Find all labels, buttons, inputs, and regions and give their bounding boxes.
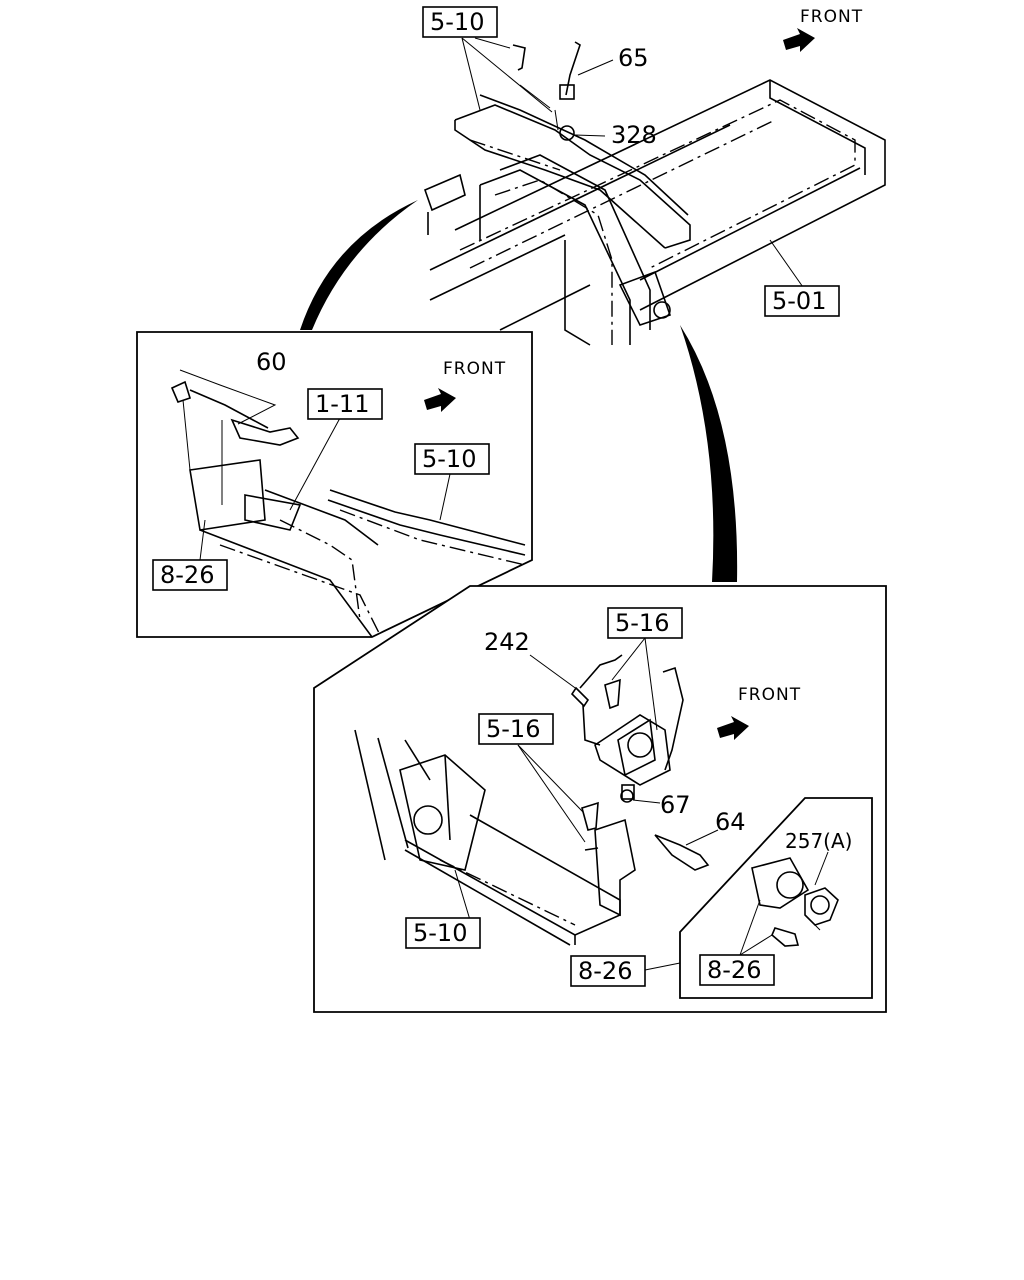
- detail-inset: 257(A) 8-26: [679, 797, 873, 999]
- ref-8-26-detail: 8-26: [707, 956, 761, 984]
- ref-box-5-10-main: [422, 6, 498, 38]
- ref-box-8-26-right: [570, 955, 646, 987]
- part-242: 242: [484, 628, 530, 656]
- ref-8-26-left: 8-26: [160, 561, 214, 589]
- part-67: 67: [660, 791, 691, 819]
- front-label: FRONT: [738, 685, 801, 705]
- ref-box-5-16-left: [478, 713, 554, 745]
- front-arrow-icon: [424, 388, 456, 412]
- front-arrow-icon: [717, 716, 749, 740]
- front-label: FRONT: [443, 359, 506, 379]
- part-60: 60: [256, 348, 287, 376]
- curve-pointer-left: [300, 200, 418, 330]
- part-64: 64: [715, 808, 746, 836]
- ref-box-8-26-detail: [699, 954, 775, 986]
- main-frame-view: FRONT 5-10 65 328 5-01: [422, 6, 886, 346]
- curve-pointer-right: [680, 325, 738, 582]
- front-arrow-icon: [783, 28, 815, 52]
- part-257a: 257(A): [785, 829, 852, 853]
- part-65: 65: [618, 44, 649, 72]
- ref-box-5-10-right: [405, 917, 481, 949]
- ref-5-16-top: 5-16: [615, 609, 669, 637]
- ref-5-10-main: 5-10: [430, 8, 484, 36]
- front-label: FRONT: [800, 7, 863, 27]
- ref-box-5-01: [764, 285, 840, 317]
- ref-box-5-16-top: [607, 607, 683, 639]
- ref-box-1-11: [307, 388, 383, 420]
- ref-5-10-left: 5-10: [422, 445, 476, 473]
- left-inset: FRONT 60 1-11 5-10 8-26: [136, 331, 533, 638]
- ref-box-5-10-left: [414, 443, 490, 475]
- part-328: 328: [611, 121, 657, 149]
- ref-1-11: 1-11: [315, 390, 369, 418]
- ref-5-10-right: 5-10: [413, 919, 467, 947]
- ref-5-16-left: 5-16: [486, 715, 540, 743]
- ref-box-8-26-left: [152, 559, 228, 591]
- ref-8-26-right: 8-26: [578, 957, 632, 985]
- ref-5-01: 5-01: [772, 287, 826, 315]
